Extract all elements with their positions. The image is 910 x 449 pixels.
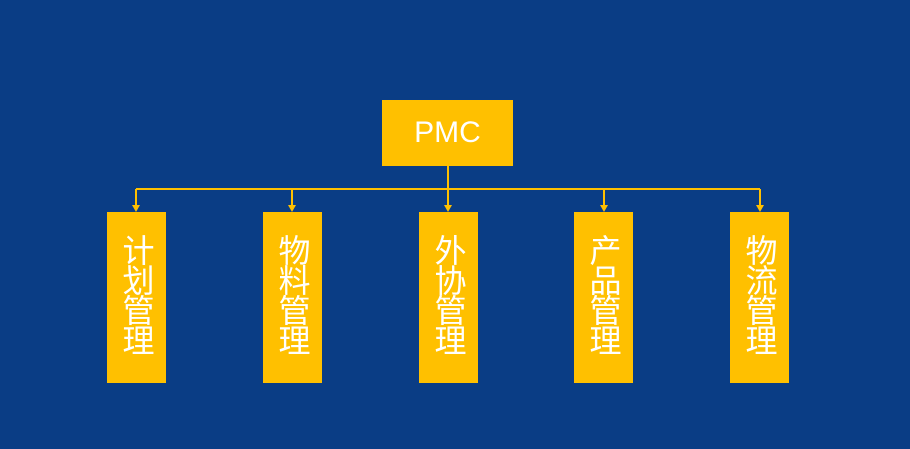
child-node-outsourcing: 外协管理 [419,212,478,383]
child-node-material: 物料管理 [263,212,322,383]
root-node-pmc: PMC [382,100,513,166]
child-label: 物流管理 [740,234,779,354]
child-node-product: 产品管理 [574,212,633,383]
child-label: 产品管理 [584,234,623,354]
root-label: PMC [414,116,481,149]
child-node-plan: 计划管理 [107,212,166,383]
child-node-logistics: 物流管理 [730,212,789,383]
child-label: 计划管理 [117,234,156,354]
child-label: 物料管理 [273,234,312,354]
child-label: 外协管理 [429,234,468,354]
